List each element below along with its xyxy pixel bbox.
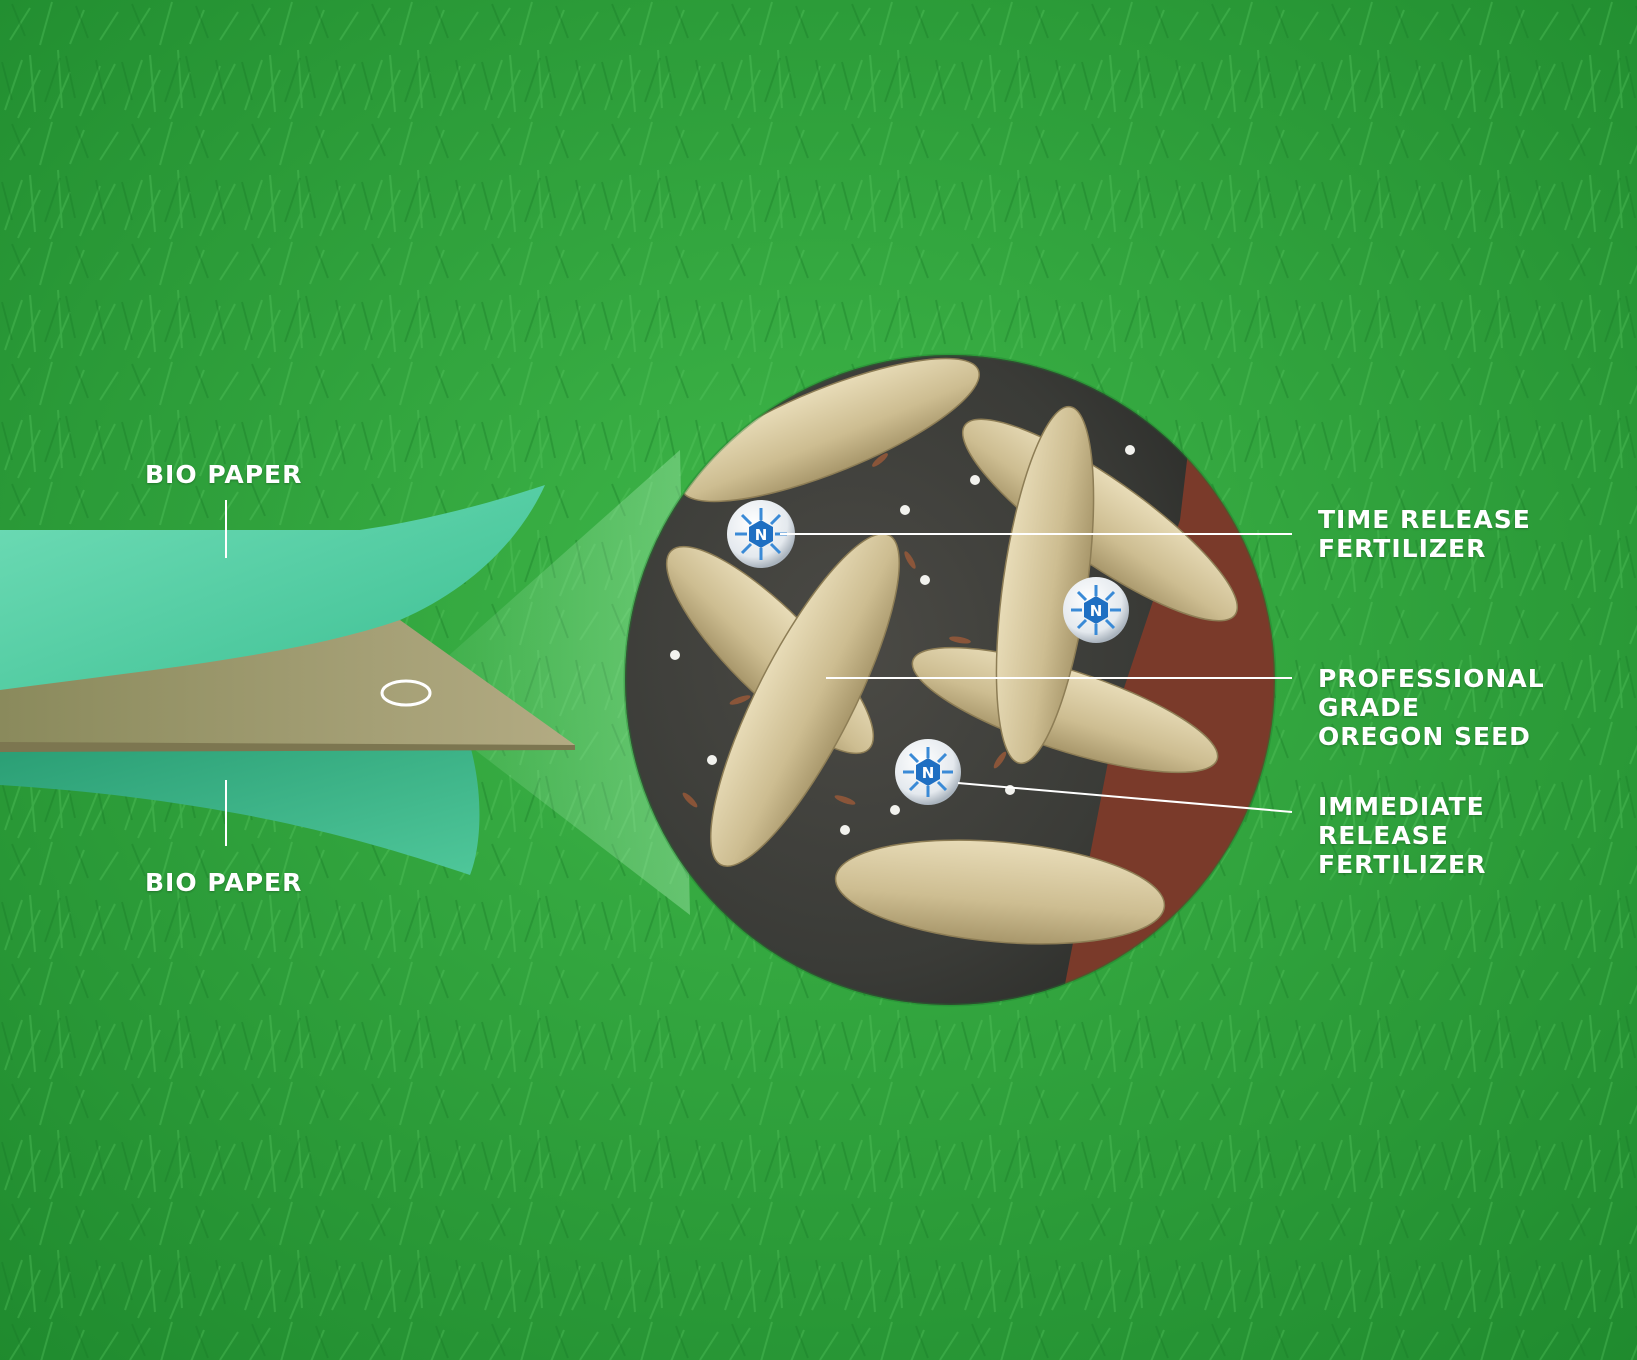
immediate-line-2: RELEASE [1318,821,1449,850]
ellipse-marker-icon [380,679,432,707]
oregon-seed-label: PROFESSIONAL GRADE OREGON SEED [1318,664,1545,751]
time-release-line-1: TIME RELEASE [1318,505,1531,534]
bio-paper-top-layer [0,485,545,690]
nitrogen-symbol: N [755,526,768,544]
bio-paper-bottom-layer [0,745,480,875]
seed-line-3: OREGON SEED [1318,722,1531,751]
immediate-line-1: IMMEDIATE [1318,792,1485,821]
seed [709,532,901,868]
magnifier-beam [410,450,690,915]
bio-paper-bottom-label: BIO PAPER [145,868,303,897]
seed-line-1: PROFESSIONAL [1318,664,1545,693]
seed-line-2: GRADE [1318,693,1420,722]
seed-layer-edge [0,742,575,752]
nitrogen-ball-icon: N [895,739,961,805]
nitrogen-ball-icon: N [1063,577,1129,643]
seed [834,839,1166,945]
nitrogen-ball-icon: N [727,500,795,568]
bio-paper-top-label: BIO PAPER [145,460,303,489]
immediate-line-3: FERTILIZER [1318,850,1487,879]
immediate-release-leader [957,782,1293,813]
magnified-view [625,355,1275,1005]
immediate-release-fertilizer-label: IMMEDIATE RELEASE FERTILIZER [1318,792,1486,879]
time-release-line-2: FERTILIZER [1318,534,1487,563]
seed-group [665,357,1239,945]
nitrogen-symbol: N [1090,602,1103,620]
magnified-view-rim [623,353,1277,1007]
nitrogen-symbol: N [922,764,935,782]
time-release-fertilizer-label: TIME RELEASE FERTILIZER [1318,505,1531,563]
seed-layer [0,620,575,748]
